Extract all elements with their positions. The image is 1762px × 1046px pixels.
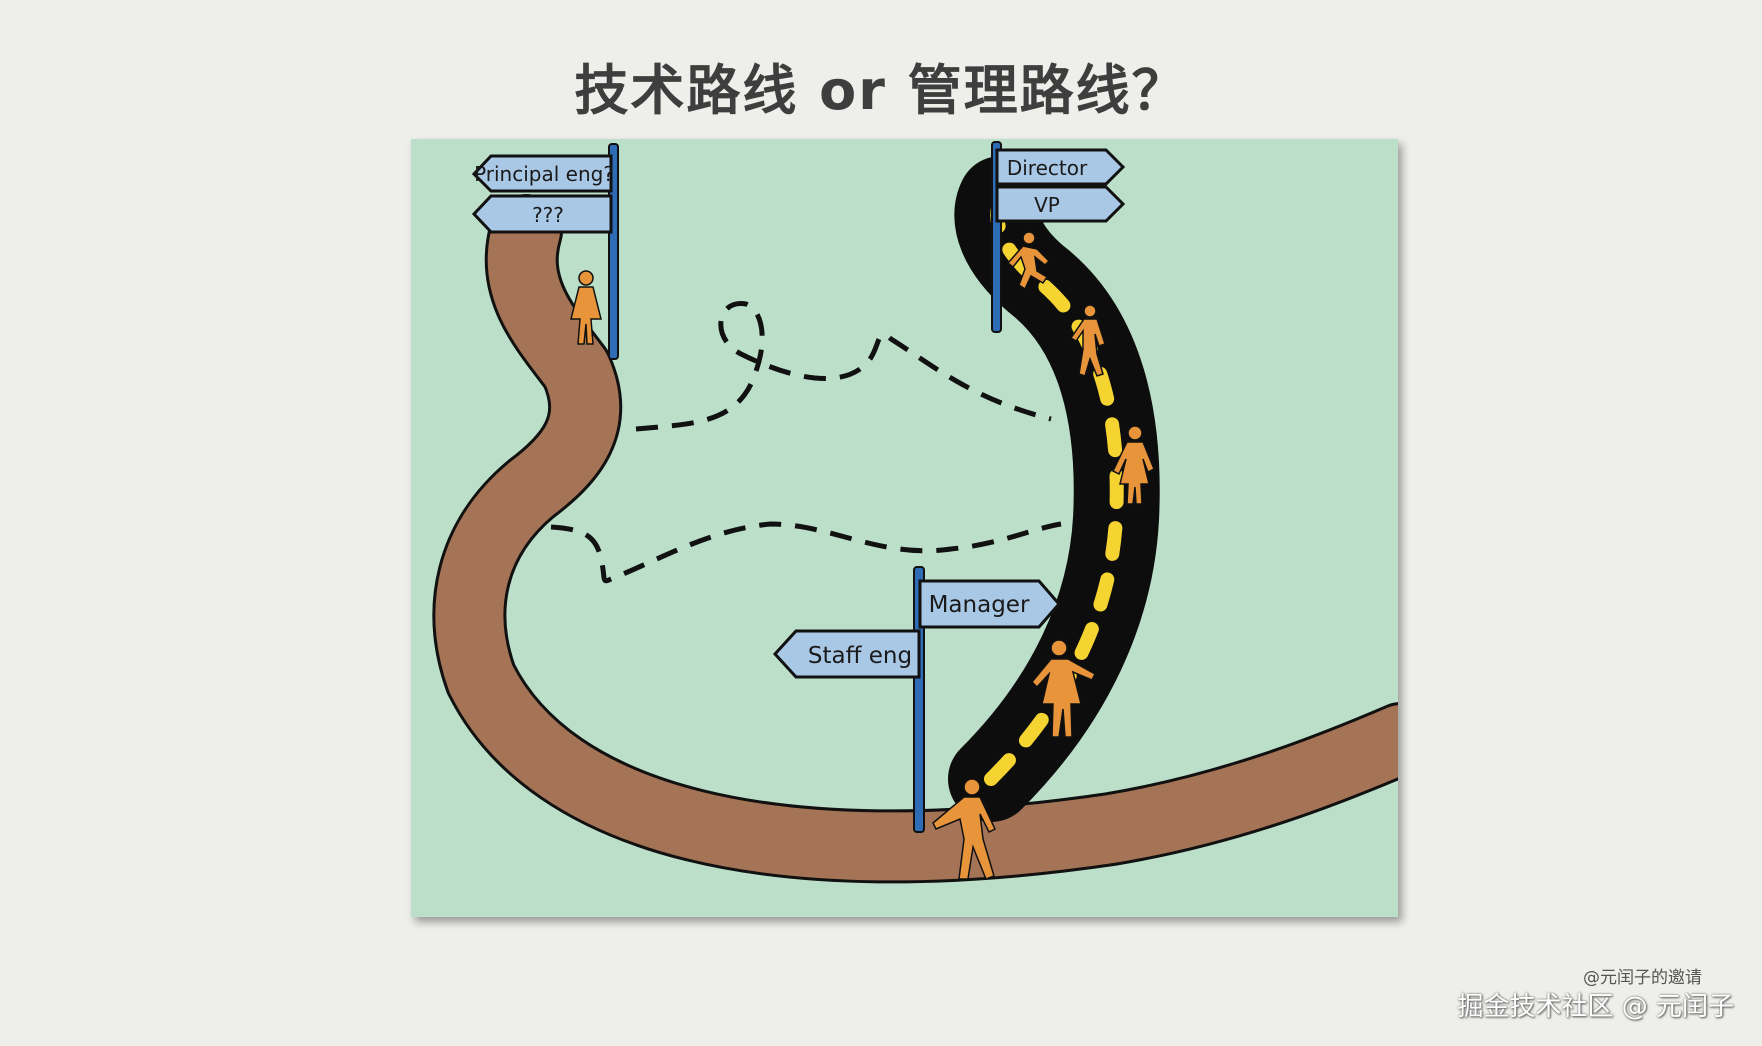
person-walking-icon [932, 778, 996, 880]
signpost-technical: Principal eng? ??? [471, 143, 619, 360]
sign-label-question-marks: ??? [532, 203, 564, 227]
sign-label-vp: VP [1034, 193, 1060, 217]
sign-staff-eng [772, 629, 921, 679]
dashed-path-upper [635, 301, 1052, 432]
sign-vp [995, 185, 1126, 223]
sign-label-principal-eng: Principal eng? [474, 162, 614, 186]
career-path-drawing: Principal eng? ??? Director VP Manager S… [432, 141, 1398, 884]
sign-question-marks [471, 194, 613, 234]
career-path-illustration: Principal eng? ??? Director VP Manager S… [411, 139, 1398, 917]
platform-watermark: 掘金技术社区 @ 元闰子 [1457, 992, 1734, 1022]
person-walking-icon [1069, 304, 1106, 377]
dirt-road [432, 194, 1398, 884]
signpost-management: Director VP [991, 141, 1126, 333]
signpost-fork: Manager Staff eng [772, 566, 1061, 833]
sign-label-staff-eng: Staff eng [808, 643, 912, 669]
person-running-icon [1006, 231, 1051, 291]
person-icon [1030, 639, 1096, 738]
sign-label-director: Director [1007, 156, 1088, 180]
sign-director [995, 148, 1126, 186]
slide-title: 技术路线 or 管理路线？ [574, 59, 1188, 122]
person-icon [570, 270, 602, 345]
sign-manager [918, 579, 1061, 629]
sign-label-manager: Manager [929, 592, 1030, 618]
sign-principal-eng [471, 154, 613, 193]
invite-caption: @元闰子的邀请 [1583, 968, 1702, 988]
person-icon [1112, 425, 1155, 505]
dashed-path-lower [550, 521, 1062, 584]
